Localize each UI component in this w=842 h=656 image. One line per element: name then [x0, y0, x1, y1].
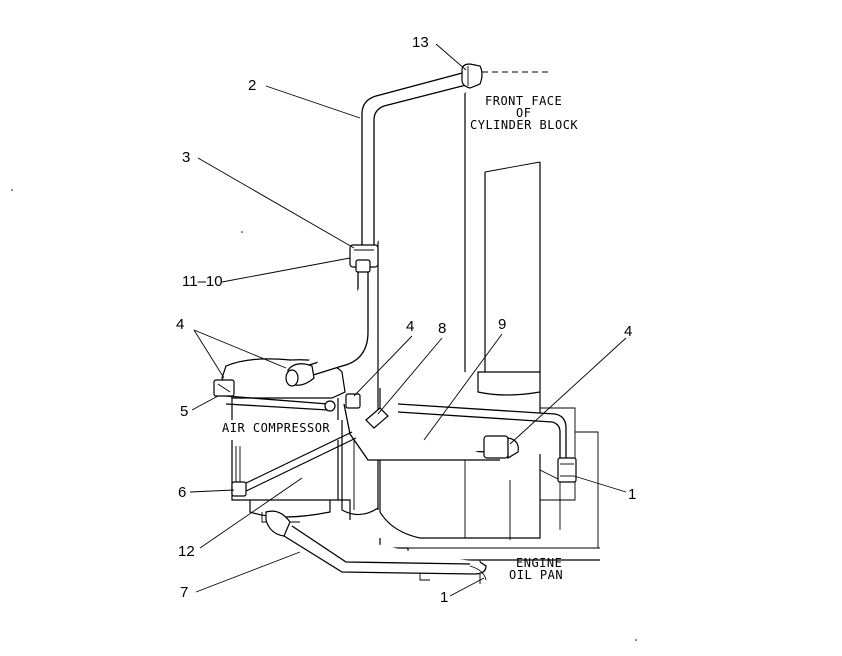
callout-1-bottom: 1 — [440, 589, 448, 606]
callout-12: 12 — [178, 543, 195, 560]
callout-6: 6 — [178, 484, 186, 501]
tee-fitting-11-10 — [349, 244, 379, 273]
connector-8 — [365, 407, 389, 429]
front-face-label: FRONT FACE OF CYLINDER BLOCK — [470, 94, 578, 132]
callout-13: 13 — [412, 34, 429, 51]
callout-numbers: 13 2 3 11–10 4 4 8 9 4 5 6 12 7 1 1 — [176, 34, 636, 606]
callout-4-mid: 4 — [406, 318, 414, 335]
callout-3: 3 — [182, 149, 190, 166]
callout-9: 9 — [498, 316, 506, 333]
callout-7: 7 — [180, 584, 188, 601]
oil-pan-label: ENGINE OIL PAN — [509, 556, 563, 582]
callout-5: 5 — [180, 403, 188, 420]
scan-specks — [11, 189, 637, 641]
front-face-label-line3: CYLINDER BLOCK — [470, 118, 578, 132]
oil-pan-label-line2: OIL PAN — [509, 568, 563, 582]
cylinder-block — [377, 71, 599, 549]
compressor-head-elbow — [285, 363, 315, 387]
elbow-fitting-13 — [461, 63, 483, 89]
front-face-label-line2: OF — [516, 106, 531, 120]
oil-line-tee-to-compressor — [305, 272, 369, 377]
air-compressor-label: AIR COMPRESSOR — [222, 421, 330, 435]
leader-lines — [189, 43, 627, 597]
callout-2: 2 — [248, 77, 256, 94]
callout-4-left: 4 — [176, 316, 184, 333]
oil-line-7 — [265, 510, 487, 581]
callout-4-right: 4 — [624, 323, 632, 340]
fitting-6 — [231, 481, 247, 497]
oil-pan-label-line1: ENGINE — [516, 556, 562, 570]
fitting-1-right — [557, 457, 577, 483]
callout-11-10: 11–10 — [182, 273, 223, 290]
oil-line-12 — [239, 431, 357, 495]
oil-line-2 — [361, 71, 471, 248]
callout-1-right: 1 — [628, 486, 636, 503]
fitting-4-left — [213, 379, 235, 397]
callout-8: 8 — [438, 320, 446, 337]
fitting-4-right — [483, 435, 519, 460]
front-face-label-line1: FRONT FACE — [485, 94, 562, 108]
oil-line-5 — [225, 395, 336, 412]
